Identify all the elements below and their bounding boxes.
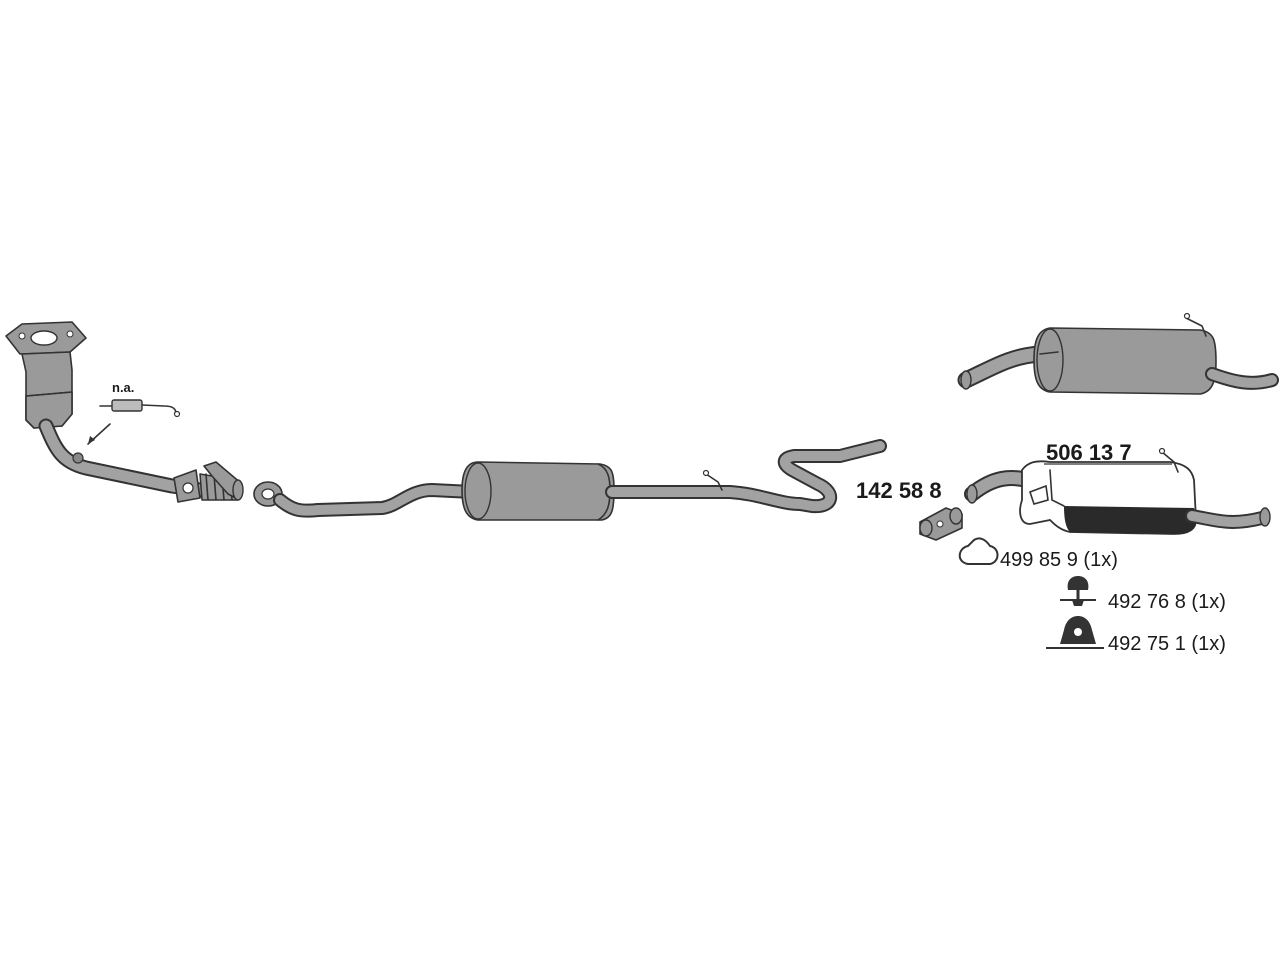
bracket-492751[interactable] xyxy=(1046,616,1104,649)
label-492751: 492 75 1 (1x) xyxy=(1108,633,1226,655)
rear-silencer-alt[interactable] xyxy=(957,312,1279,395)
clamp-142588[interactable] xyxy=(919,507,963,541)
middle-pipe-with-silencer[interactable] xyxy=(253,439,887,521)
label-499859: 499 85 9 (1x) xyxy=(1000,549,1118,571)
label-492768: 492 76 8 (1x) xyxy=(1108,591,1226,613)
gasket-499859[interactable] xyxy=(958,537,999,565)
label-506137: 506 13 7 xyxy=(1046,440,1132,465)
label-142588: 142 58 8 xyxy=(856,478,942,503)
rubber-mount-492768[interactable] xyxy=(1060,576,1096,606)
catalytic-converter[interactable] xyxy=(5,321,87,429)
lambda-sensor[interactable] xyxy=(87,399,181,445)
rear-silencer-506137[interactable] xyxy=(964,447,1271,535)
label-not-available: n.a. xyxy=(112,380,134,395)
front-pipe[interactable] xyxy=(38,418,244,503)
